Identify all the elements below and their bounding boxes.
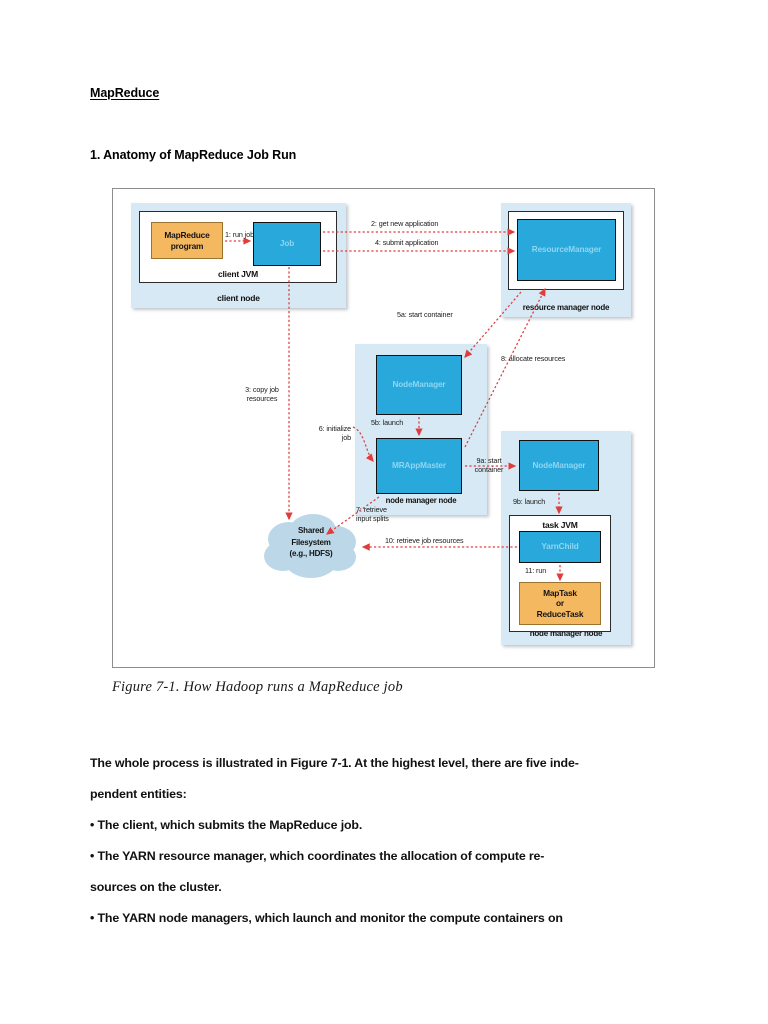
body-line: pendent entities:	[90, 787, 187, 801]
step-7-line-1: 7: retrieve	[356, 505, 387, 514]
body-line: • The client, which submits the MapReduc…	[90, 818, 363, 832]
cloud-line-1: Shared	[298, 526, 324, 535]
step-9a-line-2: container	[474, 465, 504, 474]
mrappmaster-label: MRAppMaster	[392, 461, 446, 471]
body-line: • The YARN resource manager, which coord…	[90, 849, 545, 863]
step-3-line-2: resources	[246, 394, 278, 403]
step-5a-label: 5a: start container	[397, 310, 453, 319]
node-manager-node-right-label: node manager node	[529, 629, 603, 638]
step-9a-line-1: 9a: start	[476, 456, 502, 465]
step-7-line-2: input splits	[356, 514, 389, 523]
node-manager-left-box: NodeManager	[376, 355, 462, 415]
step-8-label: 8: allocate resources	[501, 354, 566, 363]
page-title: MapReduce	[90, 86, 160, 100]
resource-manager-label: ResourceManager	[531, 245, 602, 255]
body-line: sources on the cluster.	[90, 880, 222, 894]
client-jvm-label: client JVM	[217, 269, 259, 279]
node-manager-left-label: NodeManager	[392, 380, 446, 390]
resource-manager-node-label: resource manager node	[522, 303, 610, 312]
mrappmaster-box: MRAppMaster	[376, 438, 462, 494]
body-line: The whole process is illustrated in Figu…	[90, 756, 579, 770]
node-manager-right-box: NodeManager	[519, 440, 599, 491]
body-text: The whole process is illustrated in Figu…	[90, 748, 670, 934]
body-line: • The YARN node managers, which launch a…	[90, 911, 563, 925]
job-box: Job	[253, 222, 321, 266]
resource-manager-box: ResourceManager	[517, 219, 616, 281]
step-3-label: 3: copy job resources	[231, 385, 293, 403]
yarnchild-box: YarnChild	[519, 531, 601, 563]
yarnchild-label: YarnChild	[541, 542, 579, 552]
shared-filesystem-text: Shared Filesystem (e.g., HDFS)	[261, 525, 361, 560]
step-9a-label: 9a: start container	[463, 456, 515, 474]
step-2-label: 2: get new application	[371, 219, 439, 228]
job-label: Job	[279, 239, 295, 249]
client-node-label: client node	[217, 293, 260, 303]
shared-filesystem-cloud: Shared Filesystem (e.g., HDFS)	[261, 511, 361, 579]
section-heading: 1. Anatomy of MapReduce Job Run	[90, 148, 297, 162]
step-6-label: 6: initialize job	[301, 424, 351, 442]
step-10-label: 10: retrieve job resources	[385, 536, 464, 545]
node-manager-right-label: NodeManager	[532, 460, 586, 470]
step-5b-label: 5b: launch	[371, 418, 404, 427]
task-jvm-label: task JVM	[542, 520, 578, 530]
node-manager-node-left-label: node manager node	[385, 496, 457, 505]
cloud-line-2: Filesystem	[291, 537, 331, 547]
step-7-label: 7: retrieve input splits	[356, 505, 389, 523]
step-1-label: 1: run job	[225, 230, 254, 239]
step-3-line-1: 3: copy job	[245, 385, 279, 394]
step-11-label: 11: run	[525, 566, 547, 575]
cloud-line-3: (e.g., HDFS)	[289, 549, 333, 559]
step-6-line-2: job	[341, 433, 351, 442]
figure-caption: Figure 7-1. How Hadoop runs a MapReduce …	[112, 679, 403, 695]
step-4-label: 4: submit application	[375, 238, 439, 247]
step-6-line-1: 6: initialize	[318, 424, 351, 433]
step-9b-label: 9b: launch	[513, 497, 546, 506]
